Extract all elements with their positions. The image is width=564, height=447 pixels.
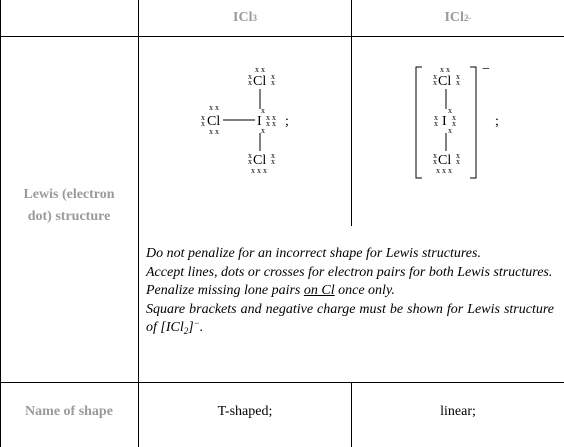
icl3-central-i: I <box>257 114 262 129</box>
icl2-top-cl: Cl <box>438 74 451 89</box>
icl3-top-cl: Cl <box>253 74 266 89</box>
svg-text:x: x <box>261 106 265 115</box>
svg-text:x: x <box>272 113 276 122</box>
svg-text:x: x <box>248 151 252 160</box>
header-icl3-base: ICl <box>233 10 253 25</box>
svg-text:x: x <box>448 106 452 115</box>
icl3-left-cl: Cl <box>207 114 220 129</box>
svg-text:x: x <box>271 157 275 166</box>
marking-notes: Do not penalize for an incorrect shape f… <box>146 245 554 338</box>
header-icl2-sub: 2 <box>463 13 469 23</box>
svg-text:x: x <box>434 113 438 122</box>
svg-text:x: x <box>433 157 437 166</box>
icl3-semicolon: ; <box>285 114 289 129</box>
svg-text:x x x: x x x <box>251 166 267 175</box>
svg-text:x: x <box>271 78 275 87</box>
header-icl3-sub: 3 <box>252 13 257 23</box>
svg-text:x: x <box>452 113 456 122</box>
svg-text:x x: x x <box>255 65 265 74</box>
icl2-central-i: I <box>442 114 447 129</box>
note-electron-pairs: Accept lines, dots or crosses for electr… <box>146 264 553 280</box>
svg-text:x x: x x <box>440 65 450 74</box>
svg-text:x: x <box>271 72 275 81</box>
icl2-bottom-cl: Cl <box>438 153 451 168</box>
svg-text:x: x <box>433 78 437 87</box>
svg-text:x: x <box>266 119 270 128</box>
svg-text:x x: x x <box>209 103 219 112</box>
note-lone-pairs-underline: on Cl <box>303 283 335 298</box>
svg-text:x: x <box>452 119 456 128</box>
svg-text:x: x <box>433 151 437 160</box>
note-brackets: Square brackets and negative charge must… <box>146 301 554 336</box>
svg-text:x: x <box>448 126 452 135</box>
svg-text:x: x <box>271 151 275 160</box>
svg-text:x: x <box>456 151 460 160</box>
svg-text:x: x <box>433 72 437 81</box>
right-bracket-icon <box>470 66 477 179</box>
icl3-bottom-cl: Cl <box>253 153 266 168</box>
col-divider-species <box>351 0 352 226</box>
table-left-border <box>0 0 1 447</box>
lewis-structure-icl2: − Cl x x xx xx I x x xx xx Cl xx xx x x … <box>415 62 499 179</box>
left-bracket-icon <box>415 66 422 179</box>
header-icl2-sup: − <box>466 13 472 23</box>
svg-text:x: x <box>456 157 460 166</box>
svg-text:x: x <box>248 78 252 87</box>
svg-text:x: x <box>261 126 265 135</box>
lewis-row-border <box>0 382 564 383</box>
note-shape: Do not penalize for an incorrect shape f… <box>146 246 481 261</box>
svg-text:x: x <box>201 113 205 122</box>
svg-text:x x x: x x x <box>436 166 452 175</box>
row-label-shape: Name of shape <box>25 404 113 419</box>
col-divider-label <box>138 0 139 447</box>
lewis-structure-icl3: Cl x x xx xx I x x xx xx Cl x x x x xx C… <box>201 65 289 175</box>
row-label-lewis: Lewis (electron dot) structure <box>23 187 115 224</box>
svg-text:x: x <box>248 157 252 166</box>
col-divider-shape <box>351 382 352 447</box>
svg-text:x: x <box>248 72 252 81</box>
note-lone-pairs: Penalize missing lone pairs on Cl once o… <box>146 283 395 298</box>
shape-icl2: linear; <box>440 404 476 419</box>
shape-icl3: T-shaped; <box>217 404 273 419</box>
svg-text:x: x <box>456 78 460 87</box>
svg-text:x: x <box>272 119 276 128</box>
svg-text:x: x <box>456 72 460 81</box>
icl2-semicolon: ; <box>495 114 499 129</box>
svg-text:x: x <box>266 113 270 122</box>
header-row-border <box>0 36 564 37</box>
svg-text:x x: x x <box>209 127 219 136</box>
header-icl2-base: ICl <box>444 10 464 25</box>
icl2-charge: − <box>482 62 490 77</box>
svg-text:x: x <box>201 119 205 128</box>
svg-text:x: x <box>434 119 438 128</box>
